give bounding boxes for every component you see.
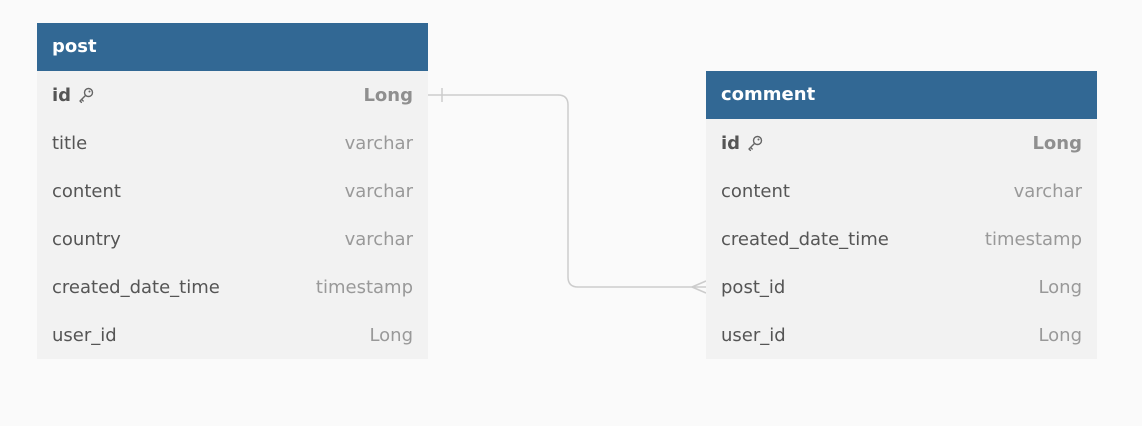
column-type: varchar: [344, 132, 413, 154]
table-rows-post: id Long title varchar content: [37, 71, 428, 359]
column-type: timestamp: [315, 276, 413, 298]
key-icon: [746, 134, 764, 152]
column-name-wrapper: id: [52, 85, 95, 106]
table-post[interactable]: post id Long title varchar: [37, 23, 428, 359]
column-row-created-date-time[interactable]: created_date_time timestamp: [37, 263, 428, 311]
column-name: created_date_time: [721, 228, 889, 250]
table-comment[interactable]: comment id Long content varch: [706, 71, 1097, 359]
column-row-id[interactable]: id Long: [37, 71, 428, 119]
column-type: varchar: [1013, 180, 1082, 202]
column-name: id: [721, 132, 741, 154]
column-name: user_id: [721, 324, 786, 346]
column-name: id: [52, 84, 72, 106]
column-row-content[interactable]: content varchar: [706, 167, 1097, 215]
column-name: post_id: [721, 276, 786, 298]
column-row-country[interactable]: country varchar: [37, 215, 428, 263]
column-name: content: [52, 180, 121, 202]
column-type: varchar: [344, 228, 413, 250]
column-row-post-id[interactable]: post_id Long: [706, 263, 1097, 311]
table-header-comment[interactable]: comment: [706, 71, 1097, 119]
column-name: user_id: [52, 324, 117, 346]
column-name: content: [721, 180, 790, 202]
column-row-user-id[interactable]: user_id Long: [706, 311, 1097, 359]
many-cardinality-mark: [691, 280, 707, 294]
table-header-post[interactable]: post: [37, 23, 428, 71]
column-row-id[interactable]: id Long: [706, 119, 1097, 167]
column-type: Long: [1032, 132, 1082, 154]
column-type: Long: [369, 324, 413, 346]
column-row-user-id[interactable]: user_id Long: [37, 311, 428, 359]
column-name: country: [52, 228, 121, 250]
column-type: timestamp: [984, 228, 1082, 250]
column-name: title: [52, 132, 88, 154]
column-row-title[interactable]: title varchar: [37, 119, 428, 167]
relationship-line: [428, 94, 706, 288]
column-type: Long: [363, 84, 413, 106]
column-type: varchar: [344, 180, 413, 202]
table-rows-comment: id Long content varchar created_date_t: [706, 119, 1097, 359]
column-name: created_date_time: [52, 276, 220, 298]
key-icon: [77, 86, 95, 104]
column-row-created-date-time[interactable]: created_date_time timestamp: [706, 215, 1097, 263]
column-row-content[interactable]: content varchar: [37, 167, 428, 215]
column-type: Long: [1038, 276, 1082, 298]
column-name-wrapper: id: [721, 133, 764, 154]
column-type: Long: [1038, 324, 1082, 346]
